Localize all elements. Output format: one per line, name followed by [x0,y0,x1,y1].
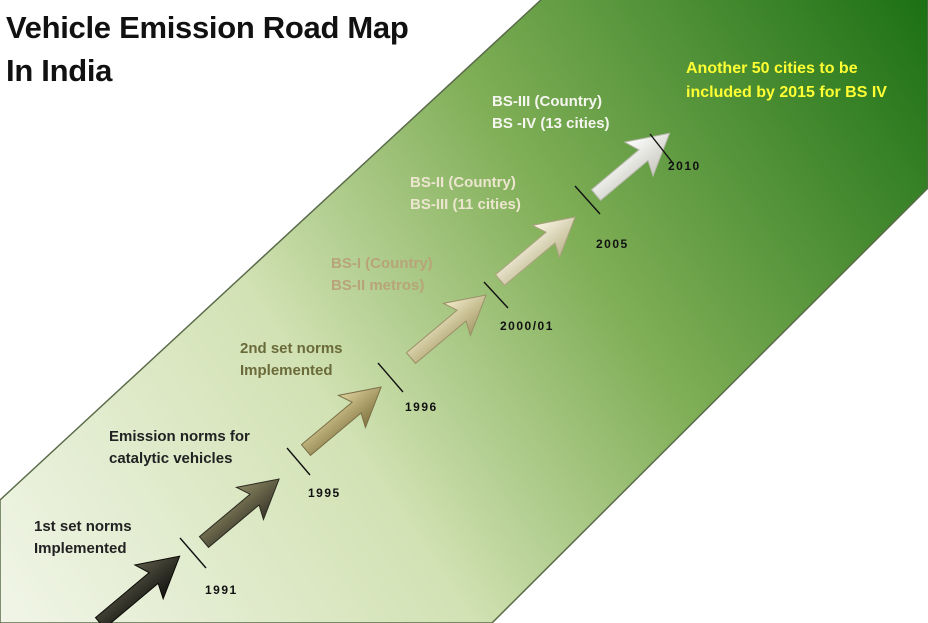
milestone-label-2010: BS-III (Country) BS -IV (13 cities) [492,93,610,132]
milestone-label-1995: Emission norms for catalytic vehicles [109,428,250,467]
milestone-label-2005: BS-II (Country) BS-III (11 cities) [410,174,521,213]
arrow-1991 [94,555,181,623]
year-2005: 2005 [596,237,629,251]
title-line-2: In India [6,53,113,88]
future-note-line-1: Another 50 cities to be [686,60,858,77]
year-1996: 1996 [405,400,438,414]
milestone-label-1996: 2nd set norms Implemented [240,340,343,379]
milestone-label-2000: BS-I (Country) BS-II metros) [331,255,433,294]
page-title: Vehicle Emission Road Map In India [6,6,409,92]
arrow-2005 [494,216,576,287]
year-1991: 1991 [205,583,238,597]
tick-separators [179,133,673,569]
future-note: Another 50 cities to be included by 2015… [686,57,887,105]
milestone-label-1991: 1st set norms Implemented [34,518,132,557]
arrow-2000 [405,294,487,365]
tick-2010 [649,133,673,163]
tick-1996 [377,362,404,393]
year-2010: 2010 [668,159,701,173]
tick-2000 [483,281,509,309]
arrow-1996 [300,386,382,457]
tick-1991 [179,537,207,569]
year-2000: 2000/01 [500,319,554,333]
tick-2005 [574,185,601,215]
arrow-2010 [590,132,671,202]
arrow-1995 [198,478,280,549]
future-note-line-2: included by 2015 for BS IV [686,84,887,101]
tick-1995 [286,447,311,476]
title-line-1: Vehicle Emission Road Map [6,10,409,45]
year-1995: 1995 [308,486,341,500]
